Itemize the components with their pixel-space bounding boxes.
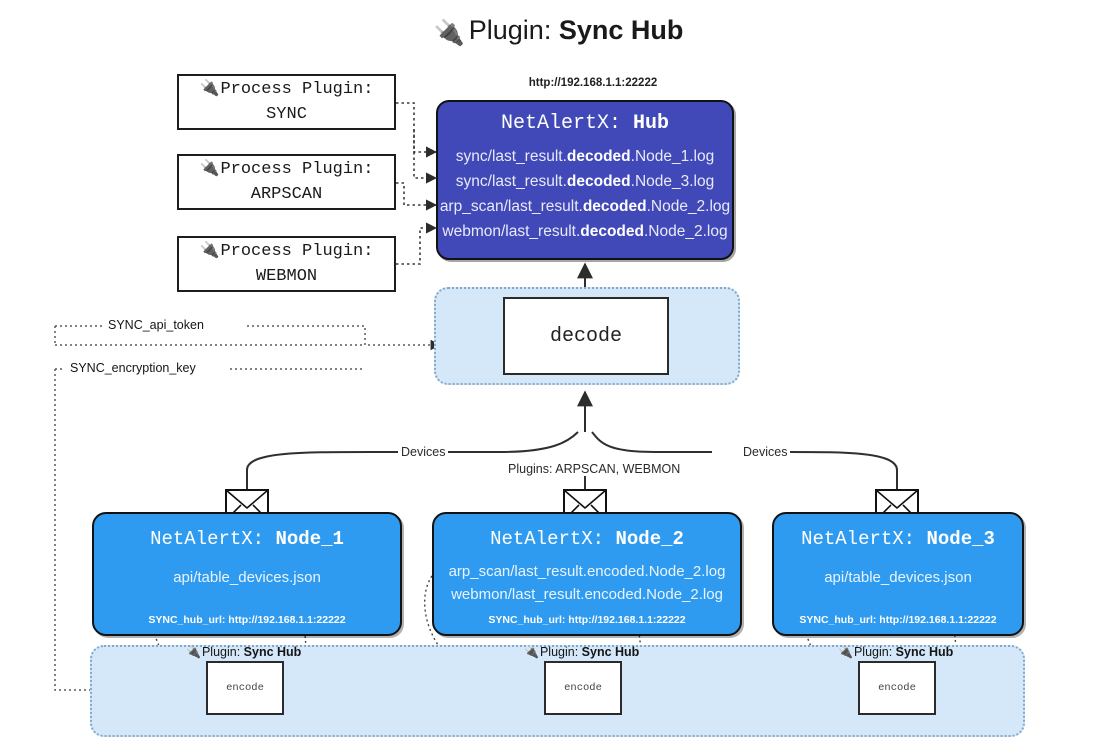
plug-icon: 🔌 xyxy=(838,645,853,659)
node-box-node-1[interactable]: NetAlertX: Node_1 api/table_devices.json… xyxy=(92,512,402,636)
node-title: NetAlertX: Node_1 xyxy=(150,528,344,550)
hub-log-line-3: arp_scan/last_result.decoded.Node_2.log xyxy=(439,198,731,216)
encode-box-2[interactable]: encode xyxy=(544,661,622,715)
encoder-plugin-label-1: 🔌Plugin: Sync Hub xyxy=(186,645,302,659)
process-plugin-sync[interactable]: 🔌Process Plugin: SYNC xyxy=(177,74,396,130)
node-title: NetAlertX: Node_2 xyxy=(490,528,684,550)
process-plugin-name: ARPSCAN xyxy=(250,184,323,204)
hub-log-line-1: sync/last_result.decoded.Node_1.log xyxy=(455,148,715,165)
node-box-node-2[interactable]: NetAlertX: Node_2 arp_scan/last_result.e… xyxy=(432,512,742,636)
hub-box[interactable]: NetAlertX: Hub sync/last_result.decoded.… xyxy=(436,100,734,260)
process-plugin-arpscan[interactable]: 🔌Process Plugin: ARPSCAN xyxy=(177,154,396,210)
hub-log-line-2: sync/last_result.decoded.Node_3.log xyxy=(455,173,715,191)
encoder-plugin-label-2: 🔌Plugin: Sync Hub xyxy=(524,645,640,659)
setting-encryption-key-label: SYNC_encryption_key xyxy=(66,361,200,375)
hub-title-prefix: NetAlertX: xyxy=(500,112,621,135)
process-plugin-name: SYNC xyxy=(266,104,307,124)
node-hub-url: SYNC_hub_url: http://192.168.1.1:22222 xyxy=(799,614,997,626)
hub-title: NetAlertX: Hub xyxy=(501,112,669,135)
node-line: webmon/last_result.encoded.Node_2.log xyxy=(451,586,723,604)
hub-title-name: Hub xyxy=(633,112,670,135)
process-plugin-label: Process Plugin: xyxy=(220,79,374,99)
edge-label-plugins-center: Plugins: ARPSCAN, WEBMON xyxy=(505,462,684,476)
plug-icon: 🔌 xyxy=(199,159,220,177)
edge-label-devices-left: Devices xyxy=(398,445,449,459)
setting-api-token-label: SYNC_api_token xyxy=(104,318,208,332)
decode-label: decode xyxy=(549,324,622,348)
encode-box-3[interactable]: encode xyxy=(858,661,936,715)
encode-label: encode xyxy=(564,682,602,694)
encode-label: encode xyxy=(878,682,916,694)
encoder-plugin-label-3: 🔌Plugin: Sync Hub xyxy=(838,645,954,659)
process-plugin-name: WEBMON xyxy=(255,266,318,286)
node-line: api/table_devices.json xyxy=(173,569,321,586)
edge-label-devices-right: Devices xyxy=(740,445,791,459)
plug-icon: 🔌 xyxy=(199,241,220,259)
process-plugin-label: Process Plugin: xyxy=(220,241,374,261)
node-box-node-3[interactable]: NetAlertX: Node_3 api/table_devices.json… xyxy=(772,512,1024,636)
plug-icon: 🔌 xyxy=(199,79,220,97)
node-title: NetAlertX: Node_3 xyxy=(801,528,995,550)
page-title: 🔌Plugin: Sync Hub xyxy=(0,14,1117,48)
process-plugin-webmon[interactable]: 🔌Process Plugin: WEBMON xyxy=(177,236,396,292)
node-line: arp_scan/last_result.encoded.Node_2.log xyxy=(448,563,726,580)
title-name: Sync Hub xyxy=(558,15,684,45)
decode-box[interactable]: decode xyxy=(503,297,669,375)
process-plugin-label: Process Plugin: xyxy=(220,159,374,179)
encode-label: encode xyxy=(226,682,264,694)
node-hub-url: SYNC_hub_url: http://192.168.1.1:22222 xyxy=(488,614,686,626)
node-hub-url: SYNC_hub_url: http://192.168.1.1:22222 xyxy=(148,614,346,626)
hub-log-line-4: webmon/last_result.decoded.Node_2.log xyxy=(442,223,728,241)
hub-url-label: http://192.168.1.1:22222 xyxy=(528,77,658,89)
plug-icon: 🔌 xyxy=(186,645,201,659)
encode-box-1[interactable]: encode xyxy=(206,661,284,715)
plug-icon: 🔌 xyxy=(433,19,465,47)
title-prefix: Plugin: xyxy=(468,15,552,45)
node-line: api/table_devices.json xyxy=(824,569,972,586)
plug-icon: 🔌 xyxy=(524,645,539,659)
